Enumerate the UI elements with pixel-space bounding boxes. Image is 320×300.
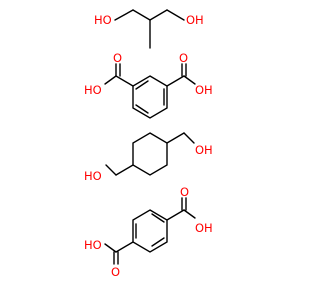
aromatic-bond — [135, 80, 149, 90]
label-ho: HO — [84, 169, 102, 183]
benzene-ring — [132, 75, 168, 119]
bond — [115, 241, 134, 253]
label-o: O — [180, 185, 189, 199]
label-oh: OH — [195, 221, 213, 235]
bond — [183, 209, 196, 219]
label-oh: OH — [186, 13, 204, 27]
bond — [166, 9, 185, 21]
label-ho: HO — [84, 238, 102, 252]
label-oh: OH — [195, 83, 213, 97]
bond — [114, 9, 134, 21]
molecule-terephthalic-acid — [104, 197, 196, 265]
bond — [183, 75, 196, 85]
benzene-ring — [132, 209, 168, 253]
aromatic-bond — [151, 237, 165, 247]
bond — [104, 75, 117, 85]
cyclohexane-ring — [132, 132, 168, 176]
bond — [115, 75, 134, 87]
bond — [104, 243, 117, 253]
bond — [105, 164, 117, 176]
label-ho: HO — [94, 13, 112, 27]
molecule-isophthalic-acid — [104, 63, 196, 119]
label-oh: OH — [195, 143, 213, 157]
bond — [183, 132, 195, 144]
bond — [115, 164, 134, 176]
bond — [166, 75, 185, 87]
label-o: O — [179, 51, 188, 65]
bond — [132, 9, 151, 21]
molecule-cyclohexanedimethanol — [105, 132, 195, 176]
bond — [149, 9, 168, 21]
bond — [166, 132, 185, 144]
bond — [166, 209, 185, 221]
molecule-methylpropanediol — [114, 9, 185, 49]
label-o: O — [111, 265, 120, 279]
chemical-structures-diagram: HO OH O O HO OH OH HO — [84, 9, 213, 279]
label-o: O — [113, 51, 122, 65]
aromatic-bond — [135, 104, 149, 114]
aromatic-bond — [151, 213, 165, 223]
label-ho: HO — [84, 83, 102, 97]
